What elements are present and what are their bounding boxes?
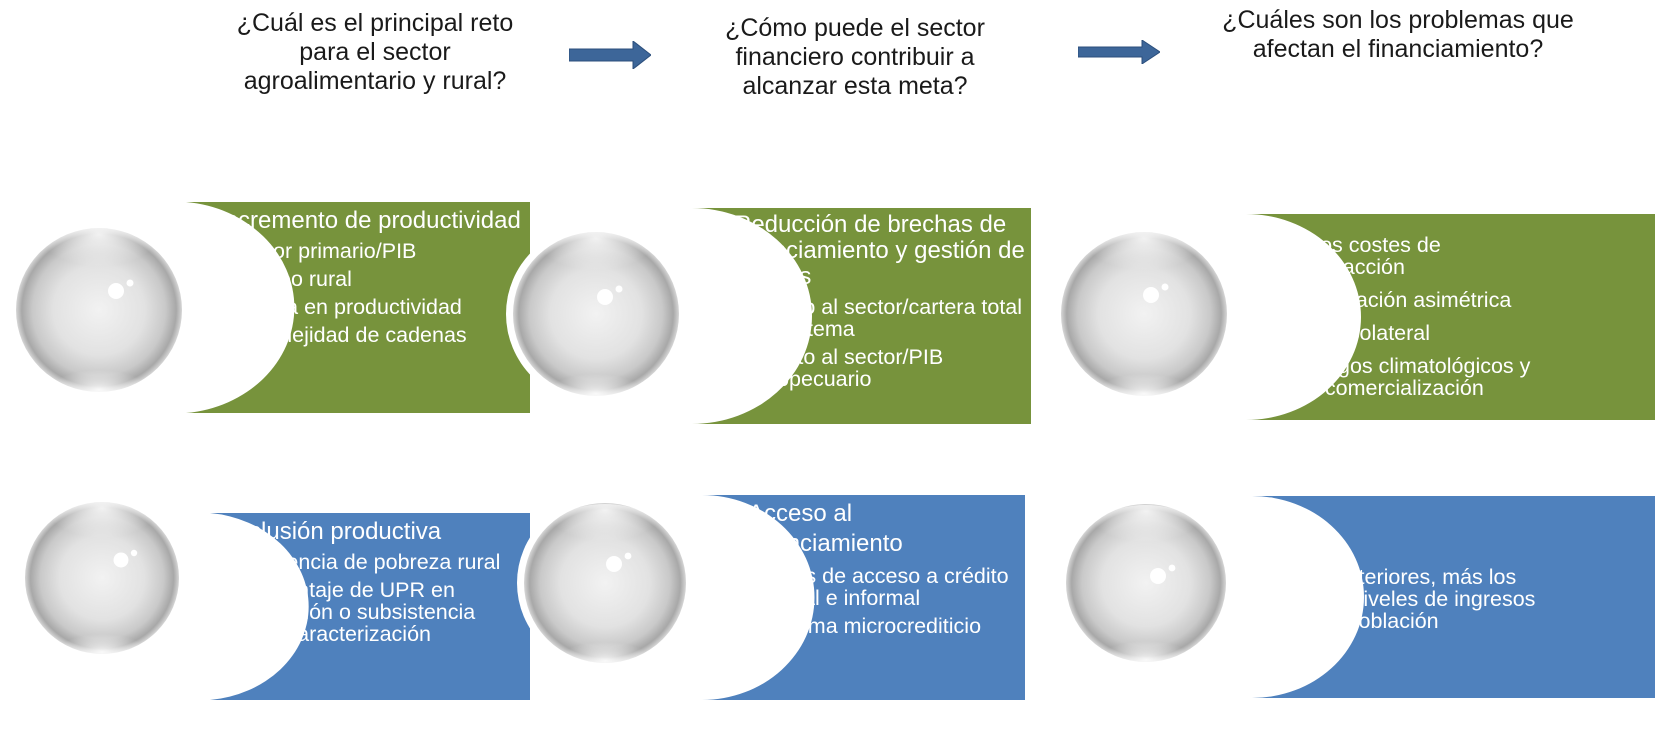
right-arrow-icon (569, 41, 651, 69)
problemas-list: Altos costes de transacción Información … (1295, 234, 1555, 399)
contribucion-band: Reducción de brechas de financiamiento y… (664, 208, 1031, 424)
problemas-band: Altos costes de transacción Información … (1218, 214, 1655, 420)
list-item: Incidencia de pobreza rural (229, 551, 524, 573)
list-item: Falta colateral (1295, 321, 1431, 345)
glass-sphere-icon (18, 495, 186, 661)
acceso-bullets: Datos de acceso a crédito formal e infor… (748, 565, 1023, 637)
problemas-band-2: Los anteriores, más los bajos niveles de… (1226, 496, 1655, 698)
list-item: Sector primario/PIB (218, 240, 528, 262)
question-problemas: ¿Cuáles son los problemas que afectan el… (1222, 6, 1574, 63)
glass-sphere-icon (1054, 225, 1234, 403)
inclusion-title: Inclusión productiva (229, 518, 442, 545)
list-item: Datos de acceso a crédito formal e infor… (748, 565, 1023, 609)
contribucion-bullets: Crédito al sector/cartera total del sist… (734, 296, 1029, 390)
list-item: Complejidad de cadenas (218, 324, 528, 346)
list-item: Sistema microcrediticio (748, 615, 1023, 637)
glass-sphere-icon (517, 496, 693, 670)
question-reto: ¿Cuál es el principal reto para el secto… (236, 9, 514, 95)
list-item: Crédito al sector/cartera total del sist… (734, 296, 1029, 340)
glass-sphere-icon (1059, 497, 1233, 669)
question-contribucion: ¿Cómo puede el sector financiero contrib… (725, 14, 985, 100)
list-item: Riesgos climatológicos y de comercializa… (1295, 354, 1531, 400)
right-arrow-icon (1078, 40, 1160, 64)
reto-band: Incremento de productividad Sector prima… (158, 202, 530, 413)
list-item: Empleo rural (218, 268, 528, 290)
glass-sphere-icon (506, 225, 686, 403)
problemas-text: Los anteriores, más los bajos niveles de… (1294, 565, 1536, 633)
reto-title: Incremento de productividad (218, 207, 521, 234)
list-item: Crédito al sector/PIB agropecuario (734, 346, 1029, 390)
acceso-band: Acceso al financiamiento Datos de acceso… (676, 495, 1025, 700)
list-item: Altos costes de transacción (1295, 233, 1441, 279)
inclusion-bullets: Incidencia de pobreza rural Porcentaje d… (229, 551, 524, 645)
list-item: Porcentaje de UPR en transición o subsis… (229, 579, 481, 645)
list-item: Brecha en productividad (218, 296, 528, 318)
acceso-title: Acceso al financiamiento (748, 500, 903, 557)
contribucion-title: Reducción de brechas de financiamiento y… (734, 211, 1025, 290)
reto-bullets: Sector primario/PIB Empleo rural Brecha … (218, 240, 528, 346)
inclusion-band: Inclusión productiva Incidencia de pobre… (180, 513, 530, 700)
glass-sphere-icon (9, 221, 189, 399)
list-item: Información asimétrica (1295, 288, 1512, 312)
